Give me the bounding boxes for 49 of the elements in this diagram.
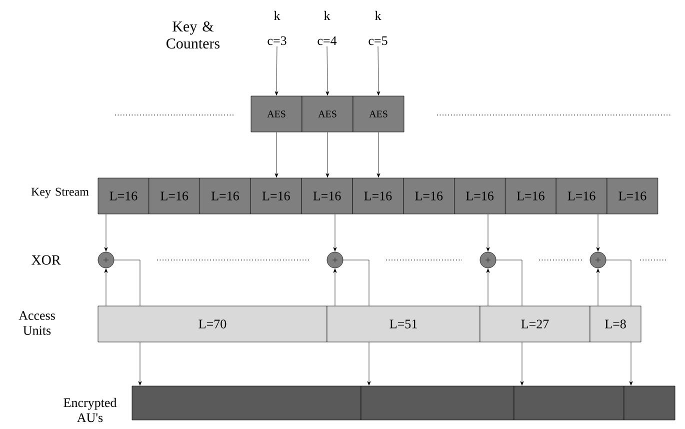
arrow	[376, 132, 380, 178]
arrow	[376, 46, 380, 96]
row-label: XOR	[32, 255, 61, 265]
arrow	[596, 214, 600, 252]
arrow	[274, 132, 278, 178]
encrypted-block	[624, 386, 676, 420]
encrypted-block	[360, 386, 514, 420]
arrow	[629, 342, 633, 386]
arrow	[596, 268, 600, 306]
data-block: L=51	[326, 306, 480, 342]
data-block: L=16	[403, 178, 454, 214]
data-block: AES	[302, 96, 354, 132]
data-block: L=16	[301, 178, 353, 214]
arrow	[333, 214, 337, 252]
data-block: L=16	[148, 178, 200, 214]
row-label: Access Units	[18, 311, 55, 335]
data-block: L=16	[200, 178, 251, 214]
counter-label: k c=3	[268, 10, 286, 46]
arrow	[104, 268, 108, 306]
arrow	[326, 46, 330, 96]
data-block: L=16	[556, 178, 608, 214]
data-block: L=16	[454, 178, 506, 214]
arrow	[333, 268, 337, 306]
xor-circle	[480, 252, 496, 268]
arrow	[326, 132, 330, 178]
arrow	[520, 342, 524, 386]
arrow	[274, 46, 278, 96]
encrypted-block	[132, 386, 362, 420]
arrow	[138, 342, 142, 386]
data-block: L=16	[505, 178, 556, 214]
data-block: L=16	[98, 178, 150, 214]
data-block: L=16	[606, 178, 658, 214]
arrow	[486, 268, 490, 306]
xor-circle	[590, 252, 606, 268]
arrow	[486, 214, 490, 252]
data-block: L=70	[98, 306, 328, 342]
data-block: L=8	[590, 306, 642, 342]
arrow	[367, 342, 371, 386]
xor-circle	[98, 252, 114, 268]
data-block: L=16	[352, 178, 404, 214]
counter-label: k c=5	[368, 10, 388, 46]
data-block: AES	[352, 96, 404, 132]
xor-circle	[326, 252, 344, 268]
counter-label: k c=4	[318, 10, 337, 46]
data-block: AES	[250, 96, 302, 132]
data-block: L=16	[250, 178, 302, 214]
arrow	[104, 214, 108, 252]
row-label: Encrypted AU's	[64, 398, 117, 422]
row-label: Key & Counters	[166, 21, 220, 49]
